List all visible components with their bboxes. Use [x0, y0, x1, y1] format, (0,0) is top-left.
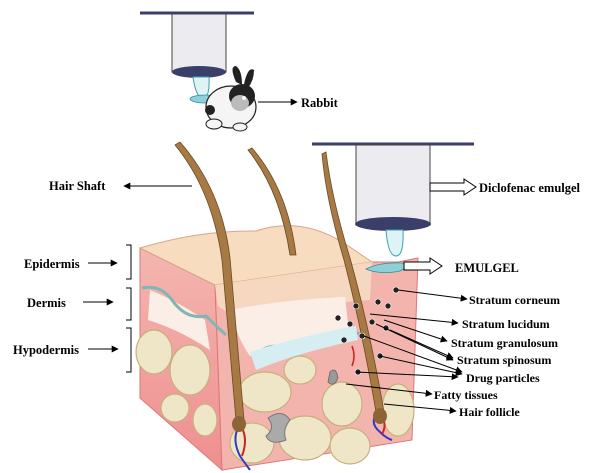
label-hypodermis: Hypodermis — [13, 343, 79, 357]
label-dermis: Dermis — [27, 296, 66, 310]
label-stratum-spinosum: Stratum spinosum — [457, 353, 551, 367]
label-stratum-lucidum: Stratum lucidum — [462, 317, 550, 331]
label-rabbit: Rabbit — [301, 96, 339, 110]
label-emulgel: EMULGEL — [455, 261, 519, 275]
label-diclofenac-emulgel: Diclofenac emulgel — [479, 181, 581, 195]
label-stratum-granulosum: Stratum granulosum — [451, 336, 558, 350]
hollow-arrow-icon — [430, 179, 476, 195]
label-hair-shaft: Hair Shaft — [49, 179, 106, 193]
label-hair-follicle: Hair follicle — [459, 405, 520, 419]
label-epidermis: Epidermis — [24, 257, 80, 271]
left-brackets — [126, 245, 131, 372]
label-fatty-tissues: Fatty tissues — [434, 388, 498, 402]
label-stratum-corneum: Stratum corneum — [469, 293, 560, 307]
label-drug-particles: Drug particles — [466, 371, 540, 385]
skin-block — [136, 226, 418, 470]
